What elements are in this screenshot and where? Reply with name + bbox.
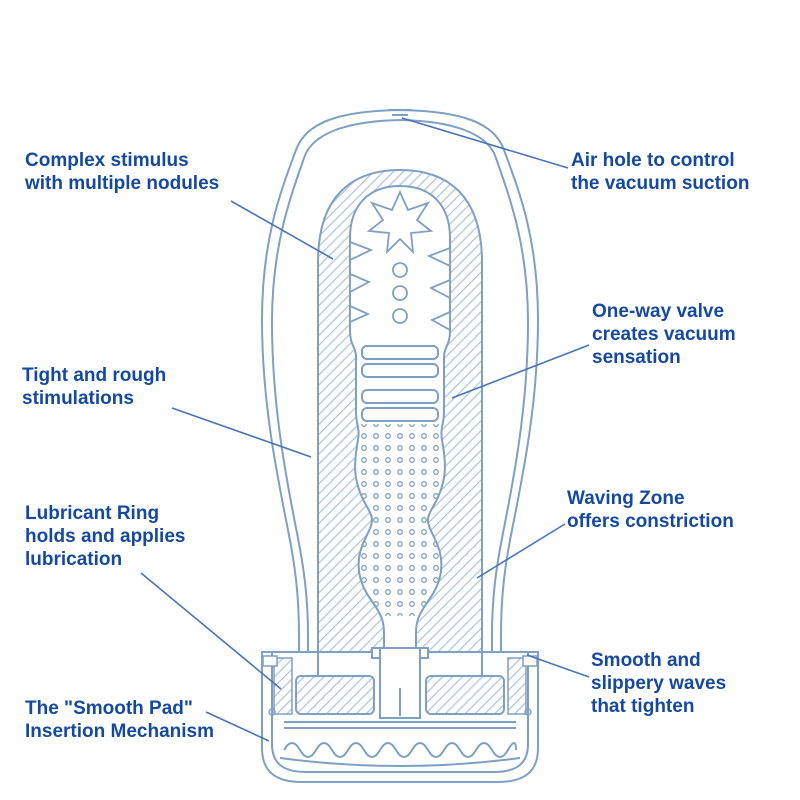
leader-tight-rough [171, 407, 312, 458]
leader-complex-stimulus [230, 200, 334, 260]
leader-waving-zone [476, 523, 566, 579]
base-bolt-left [268, 708, 276, 716]
label-waving-zone: Waving Zone offers constriction [567, 488, 734, 532]
nodule-bead [392, 308, 408, 324]
leader-smooth-waves [526, 654, 590, 678]
smooth-pad-wave [283, 742, 517, 758]
valve-ring [361, 407, 439, 422]
nodule-star [366, 189, 434, 255]
leader-lines [140, 117, 590, 742]
base-mechanism [261, 647, 539, 783]
base-clip-left [262, 655, 278, 667]
base-side-hatch-left [273, 657, 293, 715]
leader-one-way-valve [451, 344, 590, 399]
base-bottom-arc [279, 757, 521, 767]
leader-air-hole [401, 117, 569, 169]
label-lubricant-ring: Lubricant Ring holds and applies lubrica… [25, 503, 186, 570]
valve-ring [361, 345, 439, 360]
nodule-bead [392, 262, 408, 278]
valve-ring-zone [361, 345, 439, 422]
cup-inner-wall [270, 118, 530, 651]
nodule-bead [392, 285, 408, 301]
leader-smooth-pad [205, 711, 270, 742]
label-tight-rough: Tight and rough stimulations [22, 365, 167, 409]
leader-lubricant-ring [140, 572, 282, 690]
valve-ring [361, 363, 439, 378]
nodule-teeth-left [349, 240, 374, 324]
base-side-hatch-right [507, 657, 527, 715]
valve-ring [361, 389, 439, 404]
label-smooth-waves: Smooth and slippery waves that tighten [591, 650, 727, 717]
air-hole-slot [388, 109, 412, 116]
label-smooth-pad: The "Smooth Pad" Insertion Mechanism [25, 698, 214, 742]
lubricant-ring-left [295, 675, 375, 715]
nodule-teeth-right [426, 246, 451, 332]
nodule-zone [349, 189, 451, 332]
lubricant-ring-right [425, 675, 505, 715]
label-air-hole: Air hole to control the vacuum suction [571, 150, 750, 194]
label-complex-stimulus: Complex stimulus with multiple nodules [25, 150, 220, 194]
base-inner-shell [271, 652, 529, 773]
base-bolt-right [524, 708, 532, 716]
label-one-way-valve: One-way valve creates vacuum sensation [592, 301, 736, 368]
